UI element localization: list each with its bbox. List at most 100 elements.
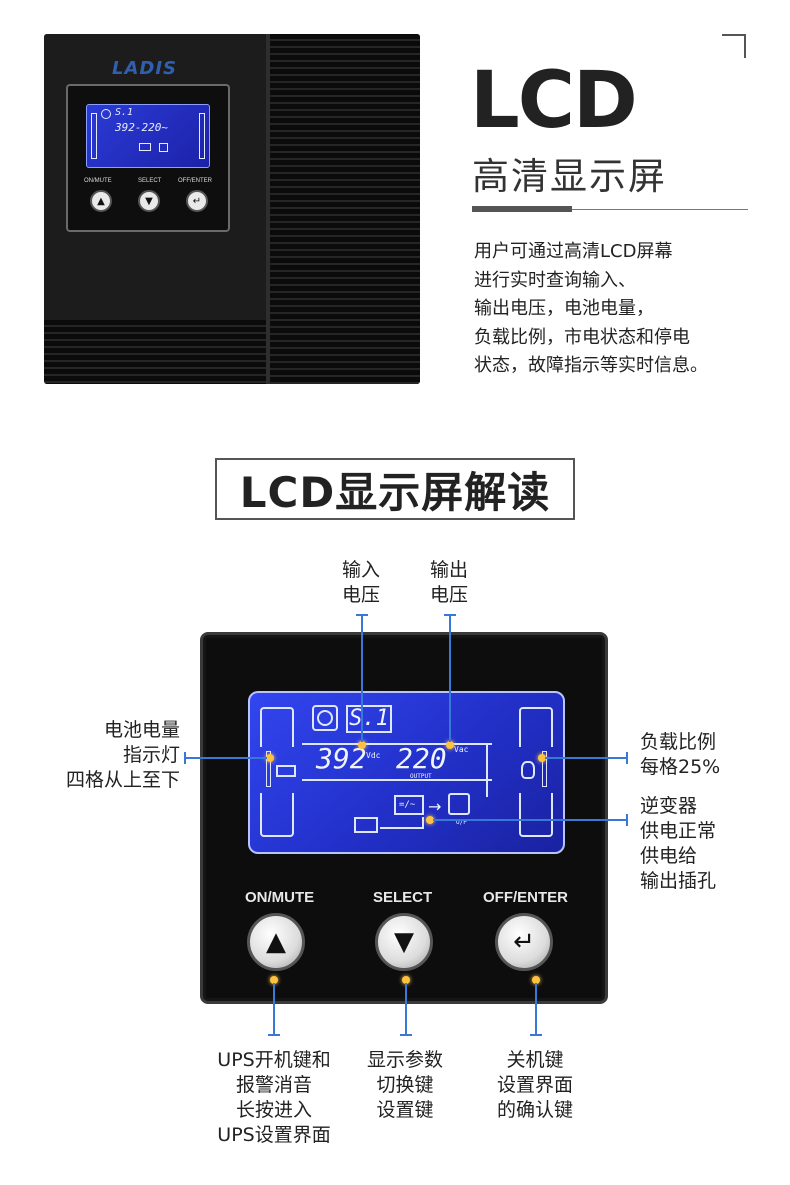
callout-input-voltage: 输入 电压 bbox=[326, 558, 396, 608]
callout-inverter: 逆变器 供电正常 供电给 输出插孔 bbox=[640, 794, 780, 894]
callout-text: UPS设置界面 bbox=[217, 1124, 331, 1146]
off-enter-button[interactable]: ↵ bbox=[495, 913, 553, 971]
input-voltage-value: 392 bbox=[316, 742, 367, 775]
callout-text: 电压 bbox=[429, 584, 468, 606]
clock-icon bbox=[101, 109, 111, 119]
inverter-icon bbox=[139, 143, 151, 151]
page-subtitle: 高清显示屏 bbox=[472, 155, 667, 198]
battery-frame-bottom bbox=[260, 793, 294, 837]
input-voltage-unit: Vdc bbox=[366, 751, 381, 760]
page-title: LCD bbox=[470, 56, 638, 146]
load-frame-bottom bbox=[519, 793, 553, 837]
battery-level-bar bbox=[266, 751, 271, 787]
ups-lcd-thumbnail: S.1 392-220~ bbox=[86, 104, 210, 168]
ups-control-panel: S.1 392-220~ ON/MUTE SELECT OFF/ENTER ▲ … bbox=[66, 84, 230, 232]
callout-off-enter: 关机键 设置界面 的确认键 bbox=[470, 1048, 600, 1123]
ups-off-enter-button[interactable]: ↵ bbox=[186, 190, 208, 212]
enter-arrow-icon: ↵ bbox=[513, 927, 535, 957]
ups-edge bbox=[266, 34, 270, 384]
description-line: 输出电压，电池电量， bbox=[474, 298, 654, 319]
description: 用户可通过高清LCD屏幕 进行实时查询输入、 输出电压，电池电量， 负载比例，市… bbox=[474, 238, 774, 381]
callout-text: 供电给 bbox=[640, 845, 698, 867]
clock-icon bbox=[317, 710, 333, 726]
triangle-down-icon: ▼ bbox=[394, 927, 414, 957]
callout-tick bbox=[626, 814, 628, 826]
load-dot bbox=[538, 754, 546, 762]
inverter-icon: =/~ bbox=[394, 795, 424, 815]
divider-accent bbox=[472, 206, 572, 212]
select-button[interactable]: ▼ bbox=[375, 913, 433, 971]
callout-tick bbox=[626, 752, 628, 764]
ups-lcd-mode: S.1 bbox=[115, 107, 134, 118]
on-mute-dot bbox=[270, 976, 278, 984]
callout-text: 负载比例 bbox=[640, 731, 717, 753]
corner-decoration bbox=[722, 34, 746, 58]
battery-flow-line bbox=[380, 817, 424, 829]
output-caption: OUTPUT bbox=[410, 773, 432, 780]
ups-lcd-reading: 392-220~ bbox=[115, 121, 168, 134]
on-mute-label: ON/MUTE bbox=[245, 889, 315, 906]
battery-source-icon bbox=[354, 817, 378, 833]
on-mute-button[interactable]: ▲ bbox=[247, 913, 305, 971]
description-line: 用户可通过高清LCD屏幕 bbox=[474, 241, 673, 262]
callout-text: 的确认键 bbox=[496, 1099, 573, 1121]
callout-line bbox=[535, 983, 537, 1035]
callout-line bbox=[405, 983, 407, 1035]
select-label: SELECT bbox=[373, 889, 433, 906]
callout-line bbox=[433, 819, 627, 821]
divider-line bbox=[472, 209, 748, 210]
mode-display: S.1 bbox=[346, 705, 392, 733]
ups-btn-label-off: OFF/ENTER bbox=[178, 178, 212, 184]
callout-text: 长按进入 bbox=[235, 1099, 312, 1121]
callout-text: 显示参数 bbox=[366, 1049, 443, 1071]
input-voltage-dot bbox=[358, 741, 366, 749]
ups-btn-label-select: SELECT bbox=[138, 178, 162, 184]
callout-battery: 电池电量 指示灯 四格从上至下 bbox=[40, 718, 180, 793]
ups-select-button[interactable]: ▼ bbox=[138, 190, 160, 212]
callout-on-mute: UPS开机键和 报警消音 长按进入 UPS设置界面 bbox=[194, 1048, 354, 1148]
callout-text: 每格25% bbox=[640, 756, 721, 778]
callout-text: 切换键 bbox=[376, 1074, 434, 1096]
load-bar-icon bbox=[199, 113, 205, 159]
callout-tick bbox=[268, 1034, 280, 1036]
callout-text: 输入 bbox=[341, 559, 380, 581]
ups-product-image: LADIS S.1 392-220~ ON/MUTE SELECT OFF/EN… bbox=[44, 34, 420, 384]
callout-text: 电池电量 bbox=[103, 719, 180, 741]
callout-line bbox=[273, 983, 275, 1035]
description-line: 负载比例，市电状态和停电 bbox=[474, 326, 690, 348]
callout-line bbox=[361, 615, 363, 742]
ups-btn-label-on: ON/MUTE bbox=[84, 178, 112, 184]
callout-tick bbox=[400, 1034, 412, 1036]
outlet-icon bbox=[159, 143, 168, 152]
lcd-divider-top bbox=[302, 743, 492, 745]
outlet-icon bbox=[448, 793, 470, 815]
callout-text: 设置键 bbox=[376, 1099, 434, 1121]
callout-line bbox=[545, 757, 627, 759]
output-voltage-unit: Vac bbox=[454, 745, 469, 754]
callout-text: 输出插孔 bbox=[640, 870, 717, 892]
op-caption: O/P bbox=[456, 819, 467, 826]
description-line: 进行实时查询输入、 bbox=[474, 269, 636, 291]
section-title-box: LCD显示屏解读 bbox=[215, 458, 575, 520]
callout-text: UPS开机键和 bbox=[217, 1049, 331, 1071]
callout-line bbox=[185, 757, 267, 759]
select-dot bbox=[402, 976, 410, 984]
ups-on-mute-button[interactable]: ▲ bbox=[90, 190, 112, 212]
callout-text: 关机键 bbox=[506, 1049, 564, 1071]
load-frame-top bbox=[519, 707, 553, 747]
lcd-divider-right bbox=[486, 743, 488, 797]
callout-output-voltage: 输出 电压 bbox=[414, 558, 484, 608]
lcd-screen: S.1 392 Vdc 220 Vac OUTPUT =/~ → O/P bbox=[248, 691, 565, 854]
ups-bottom-vent bbox=[44, 320, 270, 384]
triangle-up-icon: ▲ bbox=[266, 927, 286, 957]
output-voltage-value: 220 bbox=[396, 742, 447, 775]
battery-frame-top bbox=[260, 707, 294, 747]
off-enter-dot bbox=[532, 976, 540, 984]
load-icon bbox=[521, 761, 535, 779]
callout-text: 设置界面 bbox=[496, 1074, 573, 1096]
callout-text: 电压 bbox=[341, 584, 380, 606]
inverter-dot bbox=[426, 816, 434, 824]
clock-frame bbox=[312, 705, 338, 731]
description-line: 状态，故障指示等实时信息。 bbox=[474, 355, 708, 376]
section-title: LCD显示屏解读 bbox=[239, 467, 551, 517]
